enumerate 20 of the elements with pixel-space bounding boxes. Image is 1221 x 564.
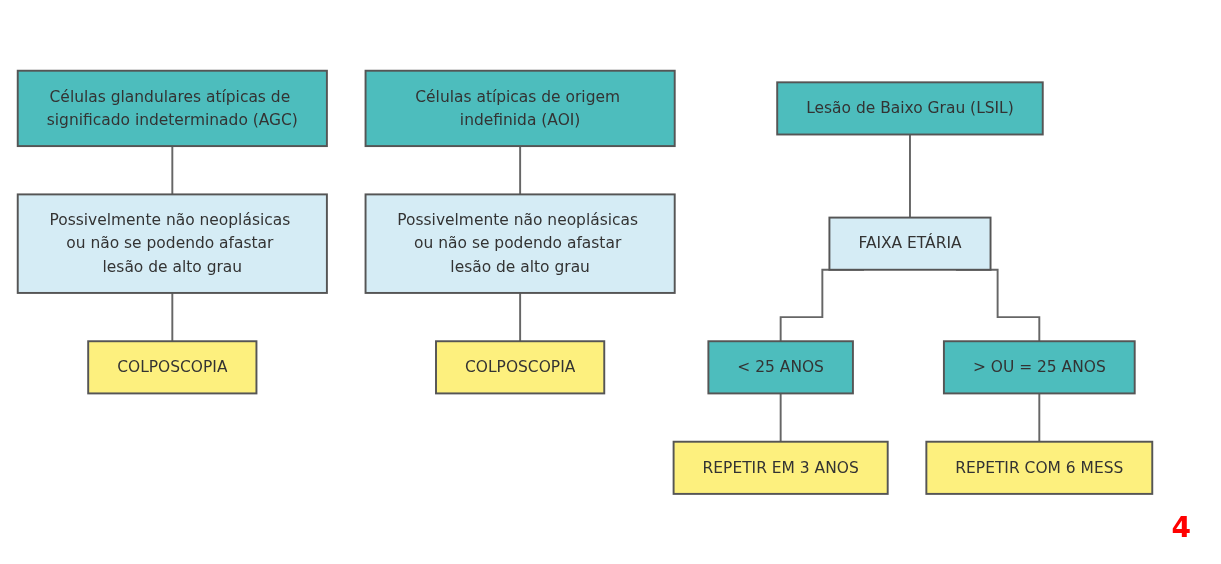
- page-number: 4: [1171, 511, 1191, 544]
- node-box: Células atípicas de origem indefinida (AOI): [364, 69, 676, 147]
- node-box: < 25 ANOS: [707, 339, 854, 395]
- connector: [519, 144, 522, 196]
- connector: [519, 291, 522, 342]
- node-box: COLPOSCOPIA: [87, 339, 258, 395]
- node-box: REPETIR EM 3 ANOS: [672, 440, 889, 495]
- node-box: Lesão de Baixo Grau (LSIL): [776, 81, 1044, 136]
- connector: [779, 392, 782, 443]
- connector: [171, 291, 174, 342]
- node-box: FAIXA ETÁRIA: [828, 216, 992, 271]
- node-box: > OU = 25 ANOS: [942, 339, 1136, 395]
- node-box: Possivelmente não neoplásicas ou não se podendo afastar lesão de alto grau: [16, 193, 328, 294]
- connector: [1038, 392, 1041, 443]
- node-box: REPETIR COM 6 MESS: [925, 440, 1154, 495]
- node-box: Células glandulares atípicas de significado indeterminado (AGC): [16, 69, 328, 147]
- connector: [909, 133, 911, 219]
- node-box: Possivelmente não neoplásicas ou não se podendo afastar lesão de alto grau: [364, 193, 676, 294]
- connector: [171, 144, 174, 196]
- node-box: COLPOSCOPIA: [435, 339, 606, 395]
